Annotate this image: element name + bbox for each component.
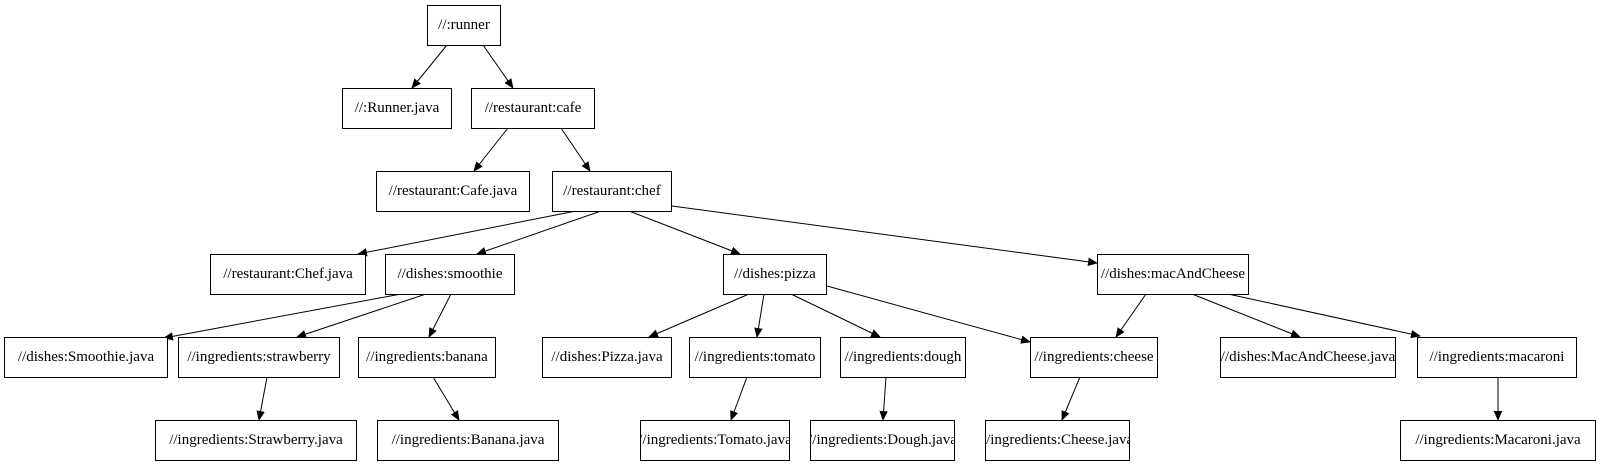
graph-node-chef-java: //restaurant:Chef.java — [210, 254, 366, 295]
graph-edge-dough-to-dough-java — [879, 376, 888, 421]
graph-node-banana-java: //ingredients:Banana.java — [377, 420, 559, 461]
graph-node-runner: //:runner — [427, 5, 501, 46]
graph-edge-macandcheese-to-macaroni — [1227, 293, 1421, 339]
graph-node-pizza-java: //dishes:Pizza.java — [542, 337, 672, 378]
graph-node-macaroni-java: //ingredients:Macaroni.java — [1400, 420, 1596, 461]
graph-node-cafe: //restaurant:cafe — [471, 88, 595, 129]
graph-node-tomato: //ingredients:tomato — [689, 337, 821, 378]
graph-node-banana: //ingredients:banana — [358, 337, 496, 378]
graph-node-cheese: //ingredients:cheese — [1030, 337, 1158, 378]
graph-edge-pizza-to-tomato — [754, 293, 765, 338]
graph-edge-cheese-to-cheese-java — [1061, 376, 1081, 421]
graph-edge-runner-to-cafe — [482, 44, 514, 89]
graph-node-smoothie: //dishes:smoothie — [385, 254, 515, 295]
graph-edge-chef-to-pizza — [628, 210, 741, 255]
graph-edge-cafe-to-cafe-java — [473, 127, 509, 172]
graph-edge-pizza-to-dough — [790, 293, 881, 338]
graph-node-smoothie-java: //dishes:Smoothie.java — [4, 337, 168, 378]
graph-edge-smoothie-to-banana — [428, 293, 452, 338]
graph-node-dough: //ingredients:dough — [840, 337, 966, 378]
graph-edge-pizza-to-cheese — [826, 285, 1031, 344]
graph-node-macandcheese-java: //dishes:MacAndCheese.java — [1220, 337, 1396, 378]
graph-edge-runner-to-runner-java — [411, 44, 448, 89]
graph-node-strawberry-java: //ingredients:Strawberry.java — [155, 420, 357, 461]
graph-node-macaroni: //ingredients:macaroni — [1417, 337, 1577, 378]
graph-edge-macandcheese-to-macandcheese-java — [1191, 293, 1301, 338]
graph-edge-tomato-to-tomato-java — [730, 376, 748, 421]
graph-node-dough-java: //ingredients:Dough.java — [810, 420, 955, 461]
graph-node-cheese-java: //ingredients:Cheese.java — [985, 420, 1130, 461]
graph-node-runner-java: //:Runner.java — [342, 88, 452, 129]
graph-edge-banana-to-banana-java — [432, 376, 460, 421]
graph-node-strawberry: //ingredients:strawberry — [178, 337, 340, 378]
graph-node-cafe-java: //restaurant:Cafe.java — [376, 171, 530, 212]
graph-edge-chef-to-smoothie — [476, 210, 602, 256]
graph-edge-chef-to-macandcheese — [671, 205, 1098, 266]
graph-edge-strawberry-to-strawberry-java — [256, 376, 268, 421]
graph-edge-cafe-to-chef — [560, 127, 591, 172]
graph-edge-smoothie-to-strawberry — [296, 293, 427, 339]
graph-node-pizza: //dishes:pizza — [723, 254, 827, 295]
graph-edge-smoothie-to-smoothie-java — [163, 293, 402, 341]
graph-node-tomato-java: //ingredients:Tomato.java — [640, 420, 790, 461]
graph-node-macandcheese: //dishes:macAndCheese — [1097, 254, 1249, 295]
graph-edge-pizza-to-pizza-java — [648, 293, 750, 338]
graph-node-chef: //restaurant:chef — [552, 171, 672, 212]
graph-edge-chef-to-chef-java — [357, 210, 577, 257]
graph-edge-macandcheese-to-cheese — [1115, 293, 1147, 338]
